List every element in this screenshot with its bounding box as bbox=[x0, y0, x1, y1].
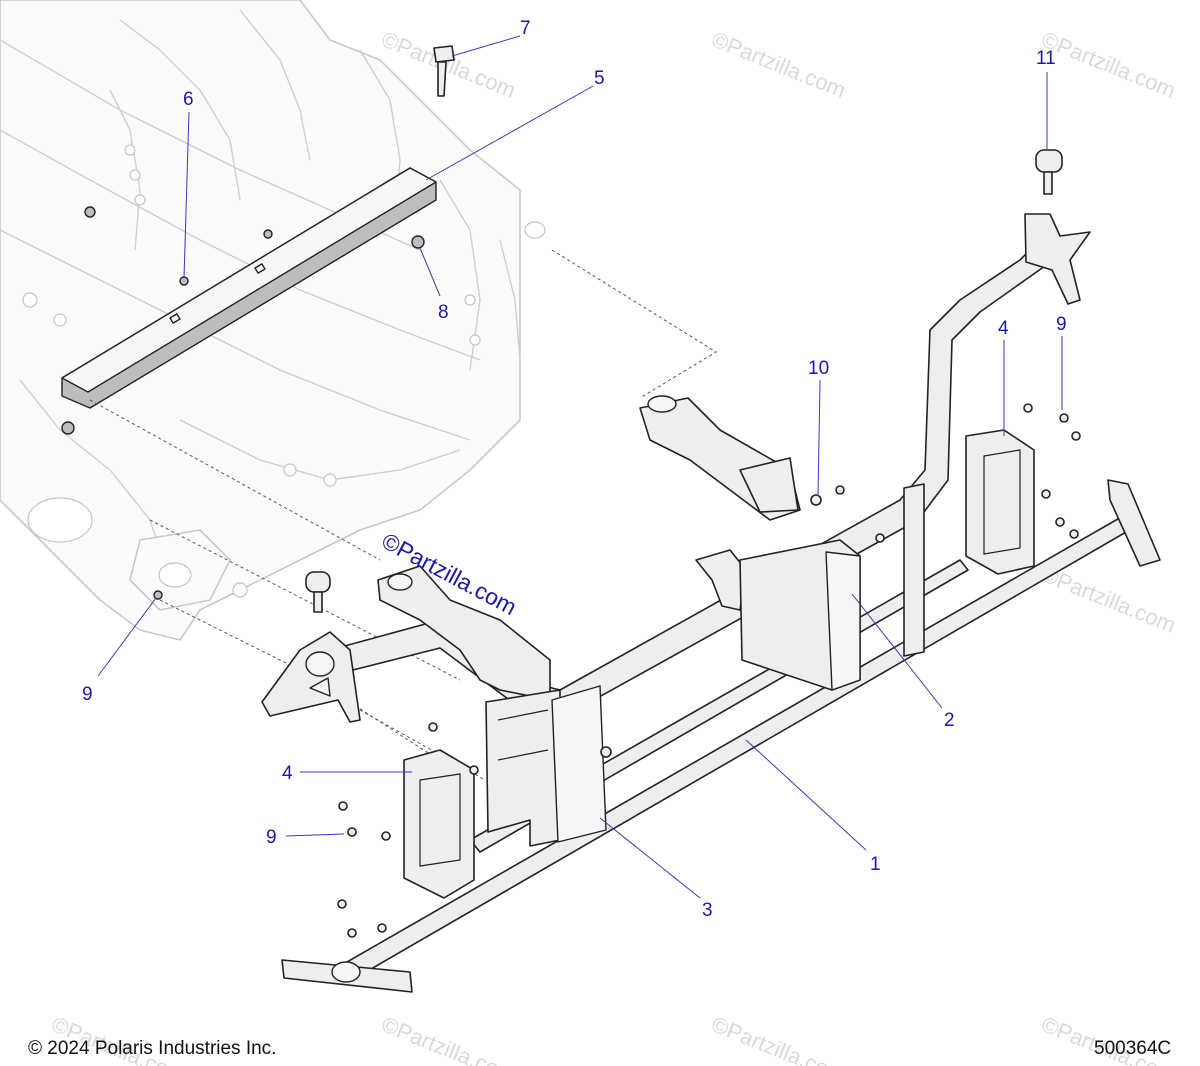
fasteners bbox=[61, 206, 1081, 938]
left-mount-bracket bbox=[261, 631, 361, 723]
watermark: ©Partzilla.com bbox=[708, 26, 849, 102]
bumper-stop-left bbox=[305, 571, 331, 613]
callout-9-left-mid: 9 bbox=[266, 827, 277, 848]
right-upper-bracket bbox=[639, 395, 801, 521]
callout-8: 8 bbox=[438, 302, 449, 323]
watermark: ©Partzilla.com bbox=[1038, 561, 1179, 637]
callout-9-right: 9 bbox=[1056, 314, 1067, 335]
copyright-text: © 2024 Polaris Industries Inc. bbox=[28, 1038, 276, 1059]
watermark: ©Partzilla.com bbox=[708, 1011, 849, 1066]
background-vehicle-frame bbox=[0, 0, 546, 641]
callouts: 1 2 3 4 4 5 6 7 8 9 9 9 10 11 bbox=[82, 18, 1067, 921]
top-right-bracket bbox=[1024, 213, 1091, 305]
bolt-top bbox=[433, 45, 455, 97]
callout-5: 5 bbox=[594, 68, 605, 89]
bumper-stop-right bbox=[1035, 149, 1063, 195]
vertical-post bbox=[903, 483, 925, 657]
callout-11: 11 bbox=[1036, 48, 1056, 69]
cross-member-tube bbox=[61, 167, 437, 409]
module-right bbox=[739, 539, 861, 691]
callout-10: 10 bbox=[808, 358, 829, 379]
callout-2: 2 bbox=[944, 710, 955, 731]
watermark: ©Partzilla.com bbox=[1038, 26, 1179, 102]
module-left bbox=[485, 685, 607, 847]
callout-9-left-bottom: 9 bbox=[82, 684, 93, 705]
bracket-plate-left bbox=[403, 749, 475, 899]
watermark: ©Partzilla.com bbox=[378, 1011, 519, 1066]
callout-4-left: 4 bbox=[282, 763, 293, 784]
callout-1: 1 bbox=[870, 854, 881, 875]
callout-3: 3 bbox=[702, 900, 713, 921]
callout-4-right: 4 bbox=[998, 318, 1009, 339]
leader-lines bbox=[97, 35, 1063, 899]
callout-7: 7 bbox=[520, 18, 531, 39]
bracket-plate-right bbox=[965, 429, 1035, 575]
diagram-part-number: 500364C bbox=[1094, 1038, 1171, 1059]
callout-6: 6 bbox=[183, 89, 194, 110]
center-mid-bracket bbox=[695, 549, 747, 611]
